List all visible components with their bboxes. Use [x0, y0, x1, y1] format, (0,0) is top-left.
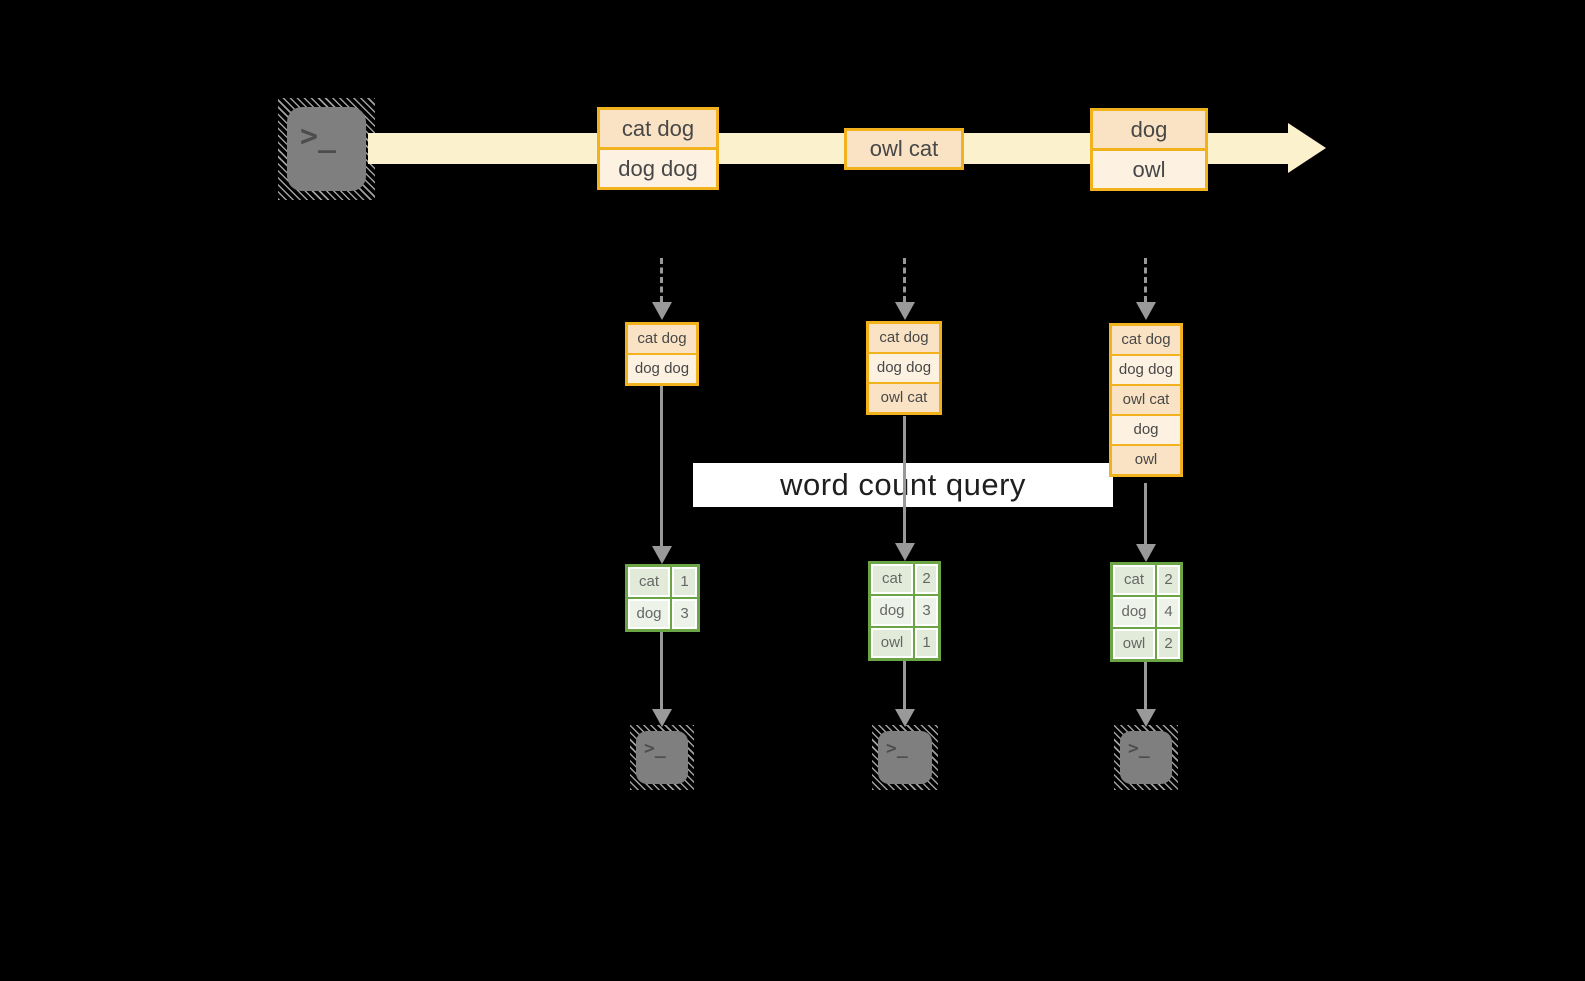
count-cell: 2: [1157, 629, 1180, 659]
batch-row: cat dog: [600, 110, 716, 147]
query-arrow-head: [895, 543, 915, 561]
state-row: dog dog: [869, 354, 939, 382]
dashed-arrow-head: [895, 302, 915, 320]
query-arrow-head: [1136, 544, 1156, 562]
query-arrow-shaft: [1144, 483, 1147, 546]
state-row: owl cat: [1112, 386, 1180, 414]
batch-row: owl: [1093, 151, 1205, 188]
word-cell: cat: [871, 564, 913, 594]
state-row: cat dog: [1112, 326, 1180, 354]
state-row: dog dog: [1112, 356, 1180, 384]
word-cell: cat: [1113, 565, 1155, 595]
state-row: owl cat: [869, 384, 939, 412]
state-row: dog dog: [628, 355, 696, 383]
terminal-icon: >_: [636, 731, 688, 784]
count-cell: 2: [1157, 565, 1180, 595]
sink-arrow-head: [895, 709, 915, 727]
batch-row: dog: [1093, 111, 1205, 148]
state-row: cat dog: [869, 324, 939, 352]
count-cell: 2: [915, 564, 938, 594]
count-cell: 4: [1157, 597, 1180, 627]
word-cell: dog: [1113, 597, 1155, 627]
dashed-arrow-head: [1136, 302, 1156, 320]
query-label: word count query: [780, 467, 1026, 502]
sink-arrow-head: [1136, 709, 1156, 727]
stream-batch-box-2: owl cat: [844, 128, 964, 170]
word-cell: owl: [871, 628, 913, 658]
sink-terminal-icon-3: >_: [1114, 725, 1178, 790]
batch-row: dog dog: [600, 150, 716, 187]
terminal-icon: >_: [878, 731, 932, 784]
count-cell: 3: [915, 596, 938, 626]
sink-arrow-shaft: [903, 659, 906, 711]
batch-row: owl cat: [847, 131, 961, 167]
sink-terminal-icon-2: >_: [872, 725, 938, 790]
query-arrow-shaft: [660, 386, 663, 548]
word-cell: dog: [871, 596, 913, 626]
query-arrow-head: [652, 546, 672, 564]
dashed-arrow-shaft: [660, 258, 663, 302]
terminal-prompt-icon: >_: [1128, 738, 1150, 759]
state-row: owl: [1112, 446, 1180, 474]
sink-terminal-icon-1: >_: [630, 725, 694, 790]
word-cell: dog: [628, 599, 670, 629]
terminal-prompt-icon: >_: [644, 738, 666, 759]
sink-arrow-head: [652, 709, 672, 727]
dashed-arrow-shaft: [1144, 258, 1147, 302]
terminal-prompt-icon: >_: [886, 738, 908, 759]
sink-arrow-shaft: [660, 632, 663, 711]
dashed-arrow-head: [652, 302, 672, 320]
count-cell: 3: [672, 599, 697, 629]
count-cell: 1: [915, 628, 938, 658]
state-row: cat dog: [628, 325, 696, 353]
state-row: dog: [1112, 416, 1180, 444]
query-arrow-shaft: [903, 416, 906, 545]
source-terminal-icon: >_: [278, 98, 375, 200]
word-cell: owl: [1113, 629, 1155, 659]
dashed-arrow-shaft: [903, 258, 906, 302]
terminal-icon: >_: [287, 107, 366, 191]
word-cell: cat: [628, 567, 670, 597]
stream-arrow-head: [1288, 123, 1326, 173]
sink-arrow-shaft: [1144, 660, 1147, 711]
terminal-prompt-icon: >_: [300, 119, 337, 154]
terminal-icon: >_: [1120, 731, 1172, 784]
count-cell: 1: [672, 567, 697, 597]
